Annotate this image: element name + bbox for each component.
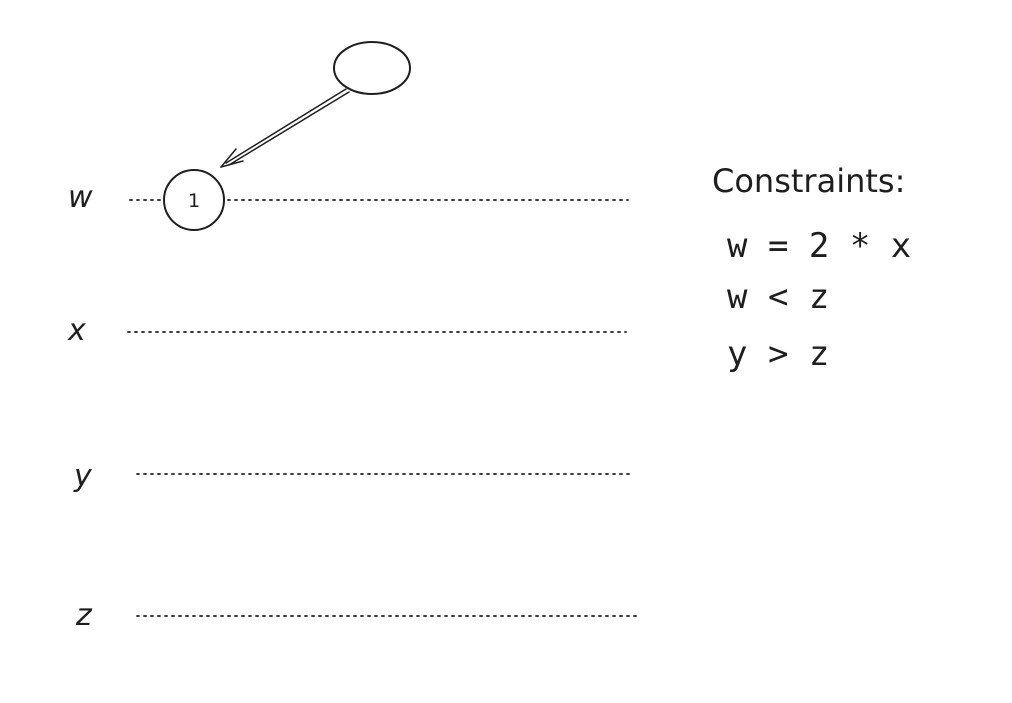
constraint-1: w = 2 * x	[727, 226, 911, 266]
placed-node-label: 1	[188, 190, 200, 212]
constraints-title: Constraints:	[712, 162, 905, 200]
unplaced-node[interactable]	[333, 41, 411, 95]
variable-label-x: x	[67, 313, 86, 348]
constraint-3: y > z	[727, 334, 829, 374]
variable-label-w: w	[68, 180, 93, 215]
constraint-2: w < z	[727, 277, 829, 317]
arrow	[220, 88, 350, 168]
placed-node[interactable]	[163, 169, 225, 231]
variable-label-z: z	[75, 598, 93, 633]
variable-label-y: y	[73, 459, 93, 494]
